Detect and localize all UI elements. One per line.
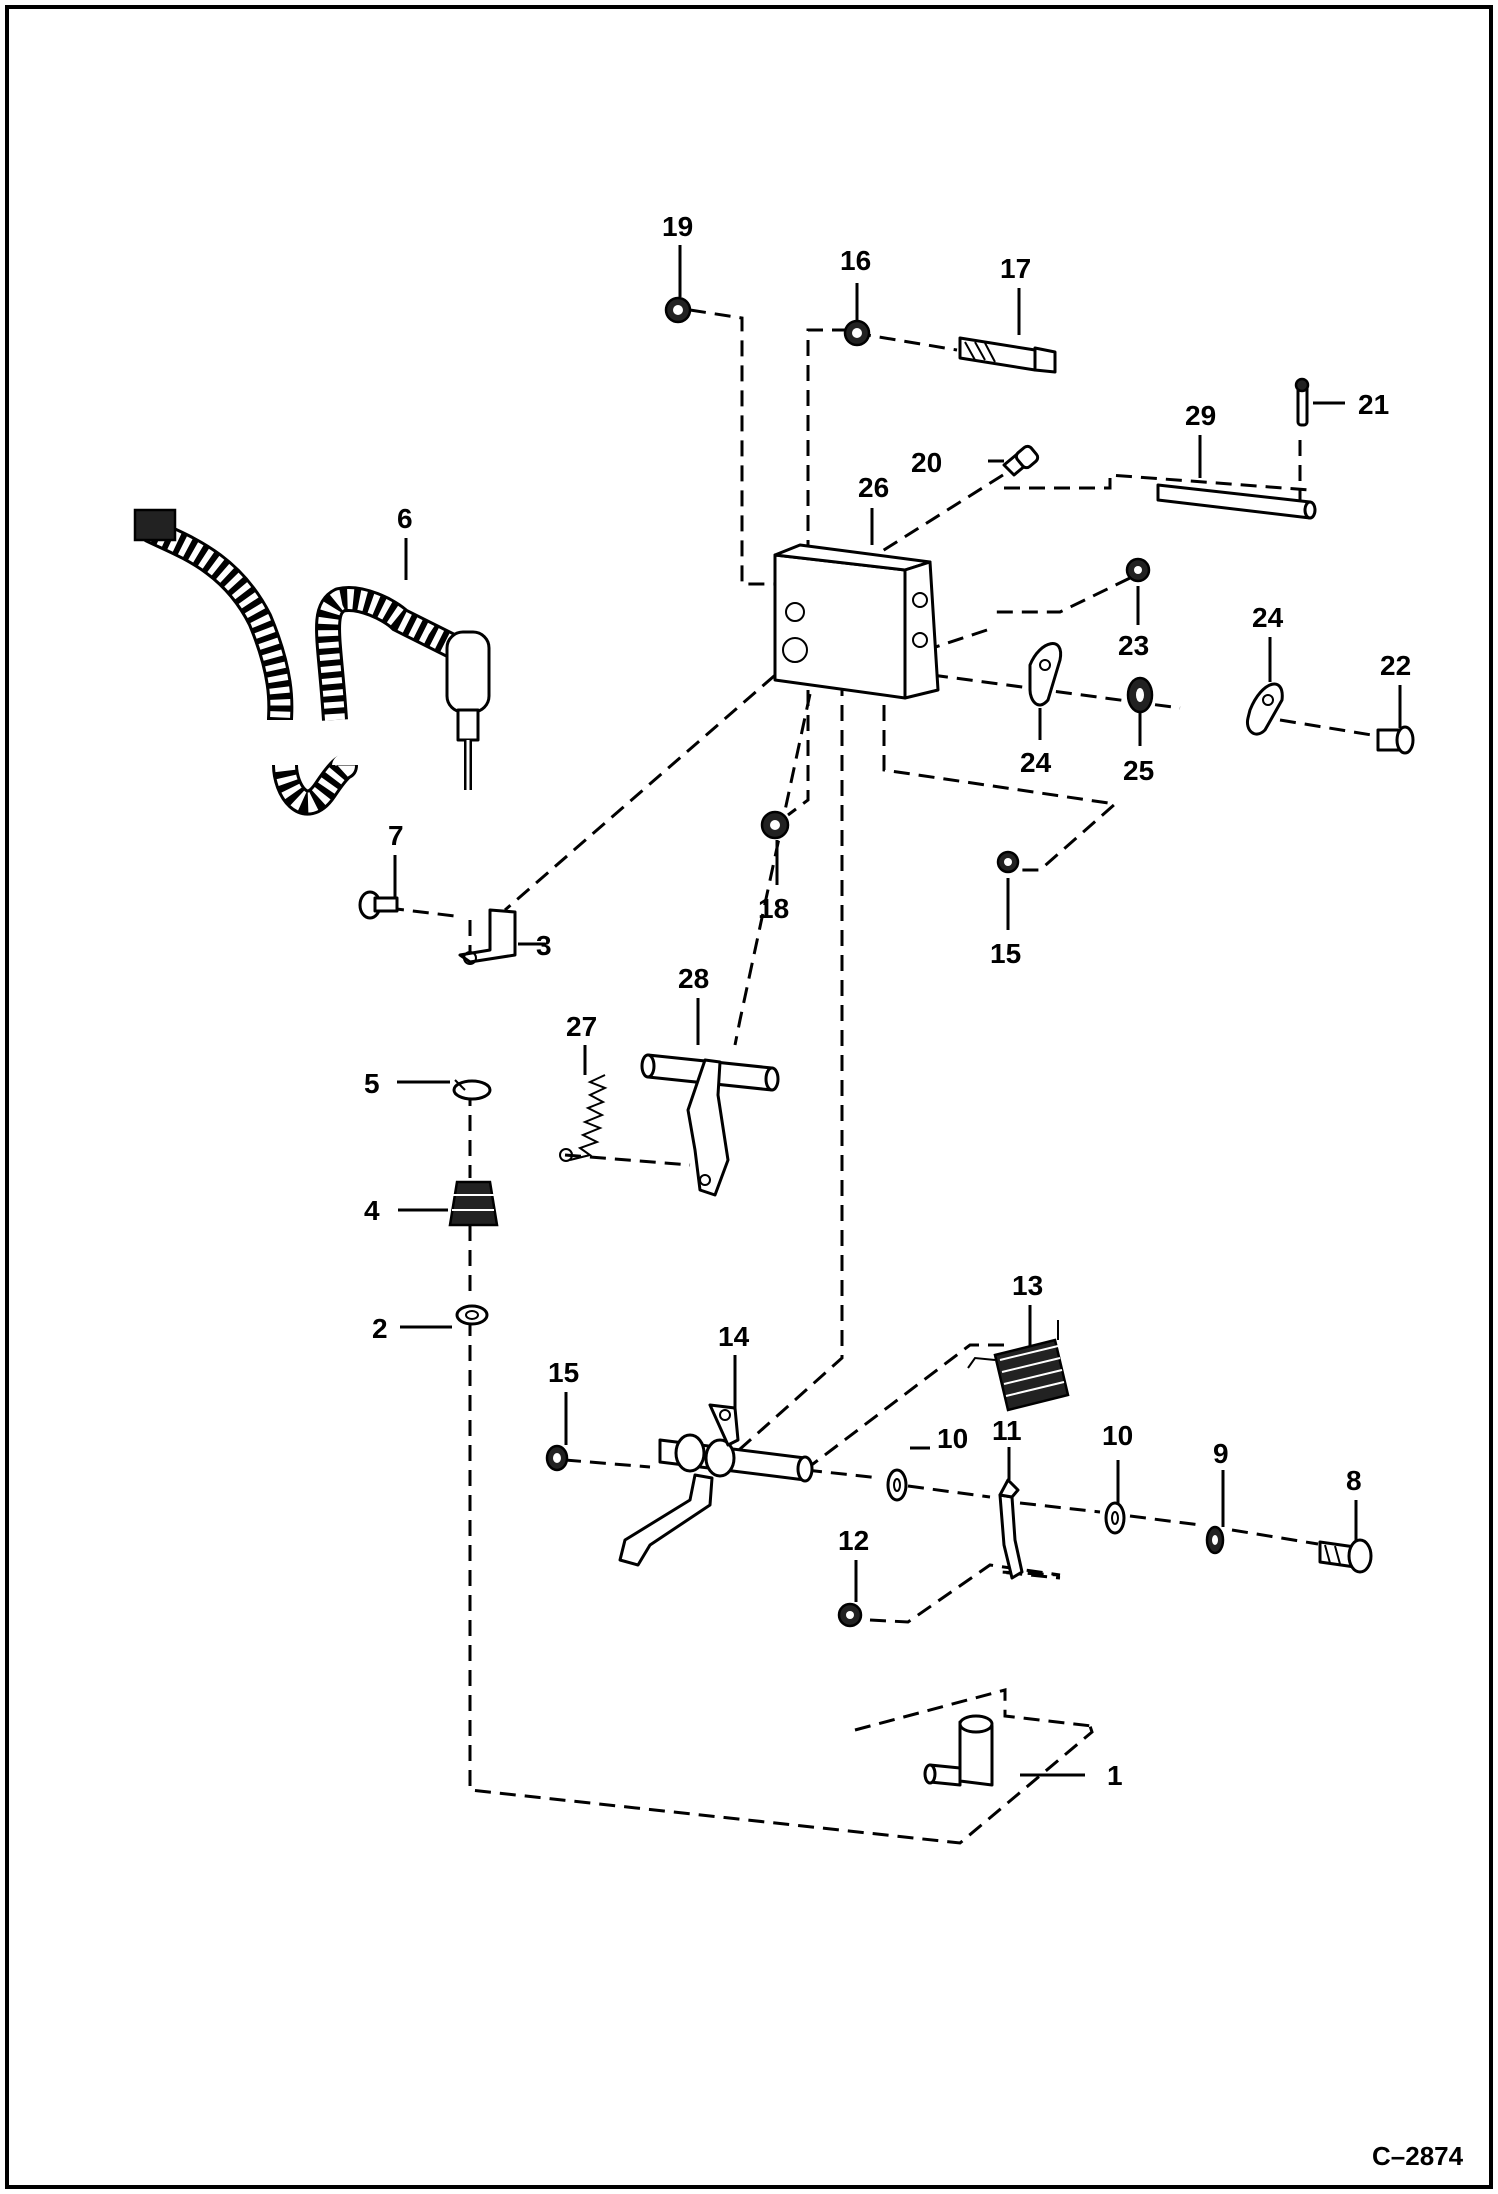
callout-8: 8 [1346, 1465, 1362, 1496]
mounting-bracket [773, 543, 940, 700]
nut-16 [843, 319, 871, 347]
washer-10b [1104, 1501, 1126, 1535]
diagram-border [5, 5, 1493, 2189]
callout-2: 2 [372, 1313, 388, 1344]
leader-lines [393, 245, 1402, 1777]
callout-20: 20 [911, 447, 942, 478]
callout-21: 21 [1358, 389, 1389, 420]
callout-1: 1 [1107, 1760, 1123, 1791]
callout-10a: 10 [937, 1423, 968, 1454]
screw-22 [1376, 725, 1415, 755]
bolt-17 [958, 336, 1057, 374]
callout-11: 11 [992, 1415, 1022, 1446]
link-24a [1028, 642, 1063, 707]
callout-22: 22 [1380, 650, 1411, 681]
screw-7 [358, 890, 399, 920]
callout-4: 4 [364, 1195, 380, 1226]
callout-29: 29 [1185, 400, 1216, 431]
nut-2 [455, 1304, 489, 1326]
assembly-lines [387, 308, 1391, 1845]
callout-14: 14 [718, 1321, 750, 1352]
cotter-pin-21 [1294, 377, 1310, 427]
spring-27 [559, 1074, 608, 1162]
switch-1 [923, 1714, 994, 1787]
callout-24b: 24 [1252, 602, 1284, 633]
pedal-assembly-14 [618, 1403, 814, 1567]
callout-17: 17 [1000, 253, 1031, 284]
callout-16: 16 [840, 245, 871, 276]
lever-11 [998, 1478, 1024, 1580]
wire-harness [133, 508, 491, 816]
washer-10a [886, 1468, 908, 1502]
figure-id: C–2874 [1372, 2141, 1464, 2171]
spring-13 [967, 1320, 1070, 1412]
callout-5: 5 [364, 1068, 380, 1099]
callout-18: 18 [758, 893, 789, 924]
callout-23: 23 [1118, 630, 1149, 661]
callout-24a: 24 [1020, 747, 1052, 778]
nut-23 [1125, 557, 1151, 583]
callout-13: 13 [1012, 1270, 1043, 1301]
callouts: 1 2 3 4 5 6 7 8 9 10 10 11 12 13 14 15 1… [364, 211, 1411, 1791]
nut-15-upper [996, 850, 1020, 874]
nut-18 [760, 810, 790, 840]
washer-25 [1126, 676, 1154, 714]
callout-26: 26 [858, 472, 889, 503]
callout-15-lower: 15 [548, 1357, 579, 1388]
callout-6: 6 [397, 503, 413, 534]
link-24b [1245, 682, 1284, 736]
bolt-8 [1318, 1538, 1373, 1574]
screw-20 [1002, 444, 1040, 477]
callout-7: 7 [388, 820, 404, 851]
rubber-boot [448, 1180, 499, 1227]
nut-15-lower [545, 1444, 569, 1472]
nut-19 [664, 296, 692, 324]
callout-27: 27 [566, 1011, 597, 1042]
callout-12: 12 [838, 1525, 869, 1556]
lever-28 [640, 1053, 780, 1197]
callout-19: 19 [662, 211, 693, 242]
pin-29 [1156, 483, 1317, 520]
callout-28: 28 [678, 963, 709, 994]
switch-bracket [458, 908, 517, 965]
retaining-clip [452, 1079, 492, 1101]
washer-9 [1205, 1525, 1225, 1555]
callout-9: 9 [1213, 1438, 1229, 1469]
callout-15-upper: 15 [990, 938, 1021, 969]
callout-3: 3 [536, 930, 552, 961]
callout-25: 25 [1123, 755, 1154, 786]
nut-12 [837, 1602, 863, 1628]
callout-10b: 10 [1102, 1420, 1133, 1451]
